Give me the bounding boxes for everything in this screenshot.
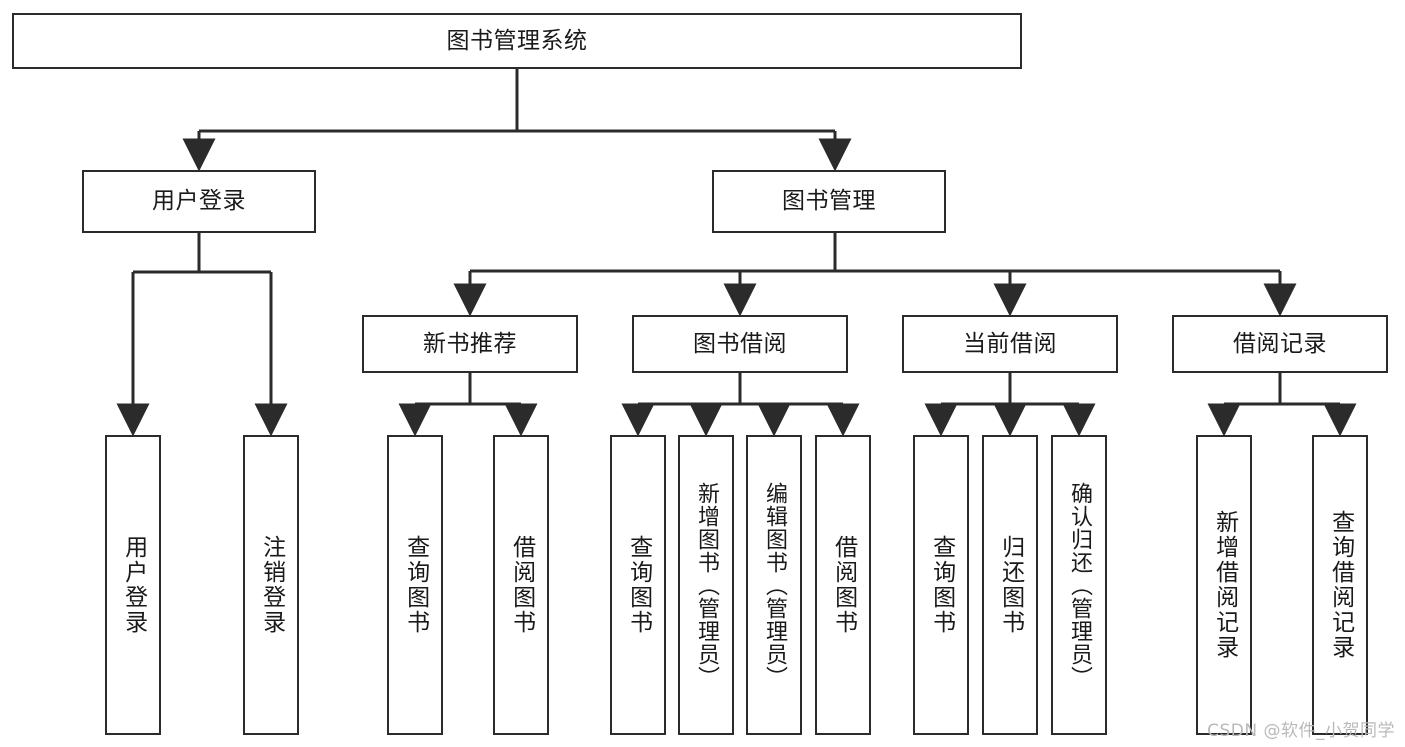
node-leaf-user-login-label: 用户登录 — [120, 535, 147, 635]
node-borrow-record[interactable]: 借阅记录 — [1172, 315, 1388, 373]
node-leaf-add-book-admin-label: 新增图书（管理员） — [693, 481, 719, 689]
node-root[interactable]: 图书管理系统 — [12, 13, 1022, 69]
node-leaf-logout-label: 注销登录 — [258, 535, 285, 635]
node-book-manage[interactable]: 图书管理 — [712, 170, 946, 233]
node-leaf-query-book-3[interactable]: 查询图书 — [913, 435, 969, 735]
node-leaf-query-book-2-label: 查询图书 — [625, 535, 652, 635]
node-leaf-edit-book-admin[interactable]: 编辑图书（管理员） — [746, 435, 802, 735]
node-user-login[interactable]: 用户登录 — [82, 170, 316, 233]
node-leaf-query-book-1-label: 查询图书 — [402, 535, 429, 635]
watermark-text: CSDN @软件_小贺同学 — [1207, 721, 1395, 741]
node-leaf-edit-book-admin-label: 编辑图书（管理员） — [761, 481, 787, 689]
node-leaf-borrow-book-1[interactable]: 借阅图书 — [493, 435, 549, 735]
node-borrow-record-label: 借阅记录 — [1233, 330, 1327, 357]
node-leaf-query-book-1[interactable]: 查询图书 — [387, 435, 443, 735]
node-leaf-query-borrow-record[interactable]: 查询借阅记录 — [1312, 435, 1368, 735]
node-leaf-add-borrow-record[interactable]: 新增借阅记录 — [1196, 435, 1252, 735]
node-leaf-user-login[interactable]: 用户登录 — [105, 435, 161, 735]
node-leaf-return-book-label: 归还图书 — [997, 535, 1024, 635]
node-leaf-borrow-book-1-label: 借阅图书 — [508, 535, 535, 635]
node-leaf-add-book-admin[interactable]: 新增图书（管理员） — [678, 435, 734, 735]
node-new-book-recommendation-label: 新书推荐 — [423, 330, 517, 357]
node-leaf-borrow-book-2-label: 借阅图书 — [830, 535, 857, 635]
node-leaf-logout[interactable]: 注销登录 — [243, 435, 299, 735]
node-new-book-recommendation[interactable]: 新书推荐 — [362, 315, 578, 373]
node-user-login-label: 用户登录 — [152, 188, 246, 215]
node-current-borrow[interactable]: 当前借阅 — [902, 315, 1118, 373]
node-leaf-query-book-3-label: 查询图书 — [928, 535, 955, 635]
node-book-borrow-label: 图书借阅 — [693, 330, 787, 357]
node-leaf-confirm-return-admin-label: 确认归还（管理员） — [1066, 481, 1092, 689]
node-leaf-query-borrow-record-label: 查询借阅记录 — [1327, 510, 1354, 660]
node-leaf-confirm-return-admin[interactable]: 确认归还（管理员） — [1051, 435, 1107, 735]
node-leaf-return-book[interactable]: 归还图书 — [982, 435, 1038, 735]
node-book-manage-label: 图书管理 — [782, 188, 876, 215]
node-leaf-query-book-2[interactable]: 查询图书 — [610, 435, 666, 735]
node-root-label: 图书管理系统 — [446, 27, 588, 54]
node-leaf-add-borrow-record-label: 新增借阅记录 — [1211, 510, 1238, 660]
node-book-borrow[interactable]: 图书借阅 — [632, 315, 848, 373]
node-current-borrow-label: 当前借阅 — [963, 330, 1057, 357]
node-leaf-borrow-book-2[interactable]: 借阅图书 — [815, 435, 871, 735]
